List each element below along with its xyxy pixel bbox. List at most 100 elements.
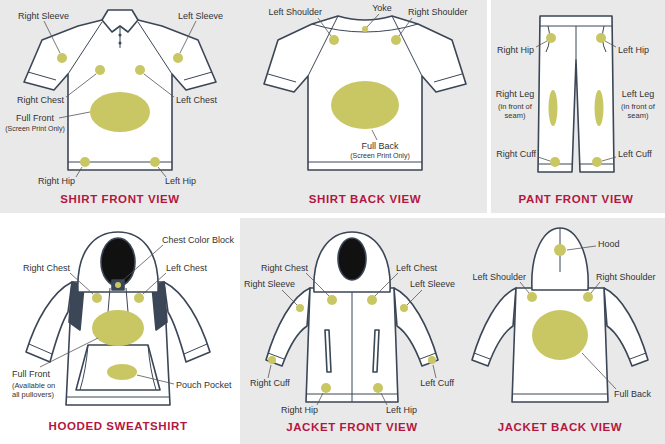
location-dot: [331, 81, 399, 129]
note-label: (in front of seam): [617, 103, 659, 120]
view-title: JACKET BACK VIEW: [498, 421, 623, 434]
shirt-outline: [264, 16, 466, 170]
leader-line: [399, 18, 412, 36]
leader-line: [567, 246, 596, 250]
leader-line: [367, 14, 379, 27]
leader-line: [144, 74, 174, 97]
location-dot: [367, 295, 377, 305]
hood-outline: [314, 232, 390, 292]
note-label: (Available on all pullovers): [12, 382, 62, 399]
leader-line: [318, 18, 331, 36]
view-title: HOODED SWEATSHIRT: [48, 420, 187, 433]
pocket-slit: [373, 330, 379, 372]
location-label: Full Front: [12, 369, 50, 379]
location-label: Left Sleeve: [410, 279, 455, 289]
location-label: Left Chest: [396, 263, 437, 273]
location-label: Right Cuff: [250, 378, 290, 388]
location-dot: [554, 244, 566, 256]
leader-line: [44, 21, 60, 53]
location-dot: [592, 157, 602, 167]
pocket-opening: [80, 345, 156, 390]
leader-line: [306, 273, 329, 296]
location-dot: [595, 90, 604, 126]
shirt-seam: [268, 16, 462, 162]
shirt-placket: [120, 26, 121, 48]
location-label: Full Front: [16, 113, 54, 123]
leader-line: [66, 74, 96, 97]
leader-line: [375, 273, 398, 296]
sleeve-outline: [26, 282, 72, 362]
location-label: Full Back: [614, 389, 651, 399]
location-label: Right Chest: [261, 263, 308, 273]
location-dot: [92, 310, 144, 346]
panel: [491, 0, 665, 213]
leader-line: [40, 338, 98, 367]
location-label: Right Hip: [497, 45, 534, 55]
leader-line: [520, 282, 529, 293]
location-dot: [57, 53, 67, 63]
hood-opening: [338, 238, 366, 280]
hood-outline: [532, 228, 588, 290]
location-label: Left Cuff: [618, 149, 652, 159]
location-label: Right Shoulder: [408, 7, 468, 17]
leader-line: [158, 167, 166, 177]
location-dot: [546, 33, 556, 43]
chest-color-block: [112, 280, 124, 290]
location-dot: [527, 292, 537, 302]
location-label: Left Shoulder: [268, 7, 322, 17]
location-dot: [549, 90, 558, 126]
location-dot: [135, 65, 145, 75]
jacket-outline: [512, 288, 608, 402]
location-label: Yoke: [372, 3, 392, 13]
location-label: Right Cuff: [496, 149, 536, 159]
location-dot: [400, 304, 408, 312]
leader-line: [602, 157, 616, 161]
leader-line: [282, 290, 297, 305]
location-dot: [92, 293, 102, 303]
location-label: Left Hip: [165, 176, 196, 186]
drawstring: [108, 288, 128, 312]
leader-line: [317, 393, 323, 405]
location-dot: [327, 295, 337, 305]
note-label: (Screen Print Only): [350, 152, 410, 160]
pant-outline: [538, 16, 614, 172]
location-label: Left Leg: [622, 89, 655, 99]
location-label: Left Hip: [386, 405, 417, 415]
location-label: Right Leg: [496, 89, 535, 99]
location-dot: [268, 356, 276, 364]
location-label: Left Sleeve: [178, 11, 223, 21]
leader-line: [137, 375, 174, 384]
leader-line: [407, 290, 422, 305]
location-label: Hood: [598, 239, 620, 249]
leader-line: [76, 167, 82, 177]
location-label: Full Back: [361, 141, 398, 151]
location-label: Left Chest: [176, 95, 217, 105]
leader-line: [372, 130, 377, 140]
location-dot: [321, 383, 331, 393]
location-dot: [115, 282, 121, 288]
location-label: Right Sleeve: [244, 279, 295, 289]
location-dot: [329, 35, 339, 45]
shirt-seam: [28, 22, 212, 162]
location-dot: [134, 293, 144, 303]
location-dot: [373, 383, 383, 393]
view-title: PANT FRONT VIEW: [519, 193, 634, 206]
location-label: Pouch Pocket: [176, 380, 232, 390]
hood-outline: [78, 232, 158, 292]
leader-line: [538, 157, 550, 161]
location-dot: [583, 292, 593, 302]
jacket-seam: [268, 288, 436, 402]
leader-line: [70, 273, 93, 294]
leader-line: [605, 41, 616, 47]
panel: [240, 218, 665, 444]
location-label: Right Sleeve: [18, 11, 69, 21]
note-label: (in front of seam): [494, 103, 536, 120]
leader-line: [381, 393, 387, 405]
location-label: Right Chest: [17, 95, 64, 105]
location-label: Right Hip: [281, 405, 318, 415]
note-label: (Screen Print Only): [5, 125, 65, 133]
leader-line: [591, 282, 600, 293]
location-label: Right Hip: [38, 176, 75, 186]
panel: [0, 0, 487, 213]
